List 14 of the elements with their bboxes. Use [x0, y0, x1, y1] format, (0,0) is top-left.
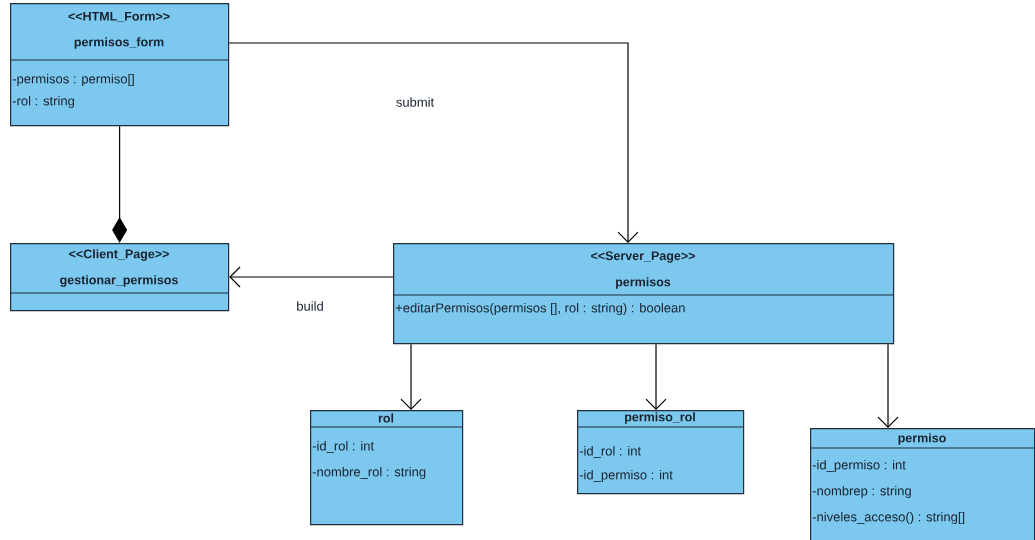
edge-label: build [295, 300, 325, 312]
class-box: <<Client_Page>> gestionar_permisos [9, 243, 230, 312]
arrow [400, 343, 422, 410]
composition-connector [112, 125, 128, 243]
arrow [229, 266, 394, 288]
arrow [228, 42, 639, 243]
class-box: permiso_rol -id_rol : int -id_permiso : int [576, 410, 745, 495]
edge-label: submit [394, 96, 436, 108]
class-box: <<HTML_Form>> permisos_form -permisos : permiso[] -rol : string [9, 3, 230, 127]
class-box: rol -id_rol : int -nombre_rol : string [309, 410, 464, 526]
class-box: permiso -id_permiso : int -nombrep : string -niveles_acceso() : string[] [809, 428, 1035, 540]
arrow [645, 343, 667, 410]
arrow [877, 343, 899, 428]
class-box: <<Server_Page>> permisos +editarPermisos(permisos [], rol : string) : boolean [392, 243, 895, 345]
